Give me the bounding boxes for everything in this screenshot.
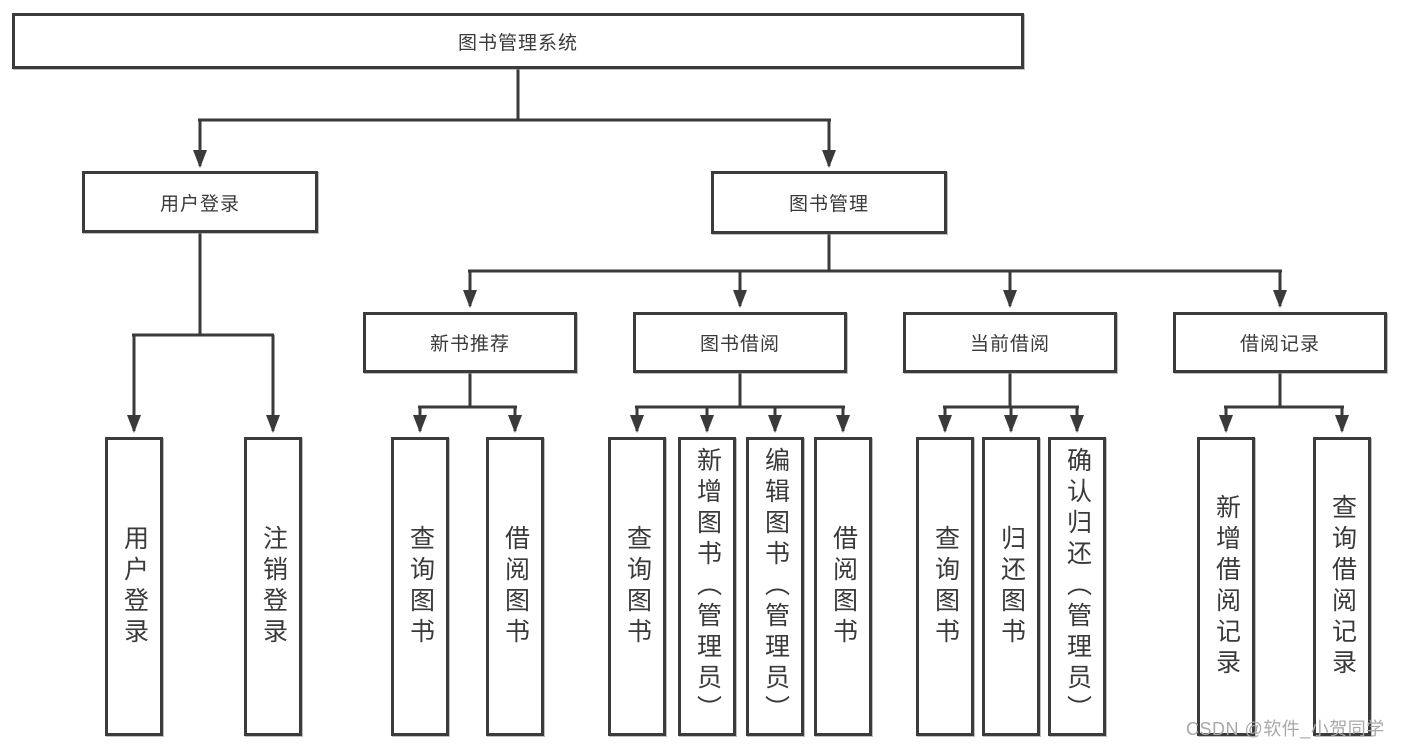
node-book-management: 图书管理 [711,171,947,234]
leaf-return-book: 归还图书 [982,437,1040,736]
leaf-query-books-current: 查询图书 [916,437,974,736]
leaf-user-login: 用户登录 [105,437,163,736]
leaf-edit-book-admin: 编辑图书（管理员） [746,437,804,736]
leaf-logout: 注销登录 [244,437,302,736]
node-new-book-recommend-label: 新书推荐 [429,334,510,355]
node-book-borrow-label: 图书借阅 [699,334,780,355]
leaf-query-books-borrow-label: 查询图书 [623,524,652,649]
node-book-borrow: 图书借阅 [633,312,847,373]
leaf-add-borrow-record-label: 新增借阅记录 [1212,493,1241,680]
leaf-query-books-borrow: 查询图书 [608,437,666,736]
leaf-query-books-recommend: 查询图书 [391,437,449,736]
leaf-query-borrow-record-label: 查询借阅记录 [1328,493,1357,680]
node-current-borrow: 当前借阅 [903,312,1117,373]
node-current-borrow-label: 当前借阅 [969,334,1050,355]
leaf-add-book-admin: 新增图书（管理员） [678,437,736,736]
node-library-system: 图书管理系统 [12,13,1024,69]
node-user-login: 用户登录 [82,171,318,233]
node-borrow-records-label: 借阅记录 [1239,334,1320,355]
leaf-edit-book-admin-label: 编辑图书（管理员） [761,447,790,726]
node-borrow-records: 借阅记录 [1173,312,1387,373]
leaf-confirm-return-admin: 确认归还（管理员） [1048,437,1106,736]
leaf-borrow-books: 借阅图书 [814,437,872,736]
leaf-query-borrow-record: 查询借阅记录 [1313,437,1371,736]
leaf-borrow-books-recommend-label: 借阅图书 [501,524,530,649]
leaf-logout-label: 注销登录 [259,524,288,649]
leaf-borrow-books-label: 借阅图书 [829,524,858,649]
leaf-add-borrow-record: 新增借阅记录 [1197,437,1255,736]
leaf-query-books-current-label: 查询图书 [931,524,960,649]
node-library-system-label: 图书管理系统 [457,32,578,54]
node-new-book-recommend: 新书推荐 [363,312,577,373]
csdn-watermark: CSDN @软件_小贺同学 [1186,719,1385,739]
leaf-confirm-return-admin-label: 确认归还（管理员） [1063,447,1092,726]
leaf-add-book-admin-label: 新增图书（管理员） [693,447,722,726]
node-book-management-label: 图书管理 [788,194,869,215]
leaf-query-books-recommend-label: 查询图书 [406,524,435,649]
leaf-return-book-label: 归还图书 [997,524,1026,649]
node-user-login-label: 用户登录 [159,193,240,215]
leaf-user-login-label: 用户登录 [120,524,149,649]
leaf-borrow-books-recommend: 借阅图书 [486,437,544,736]
